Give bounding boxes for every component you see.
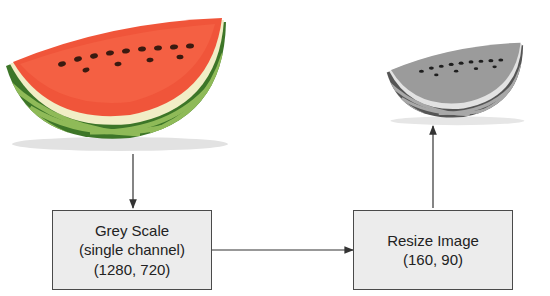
watermelon-color [6,18,228,151]
image-arrow [132,154,133,208]
process-box: Resize Image (160, 90) [353,210,513,290]
watermelon-grey [387,43,525,125]
image-arrow [432,126,433,208]
box-label: Grey Scale (single channel) (1280, 720) [75,221,190,280]
flow-arrow [212,249,353,250]
process-box: Grey Scale (single channel) (1280, 720) [52,210,212,290]
box-label: Resize Image (160, 90) [376,231,491,270]
